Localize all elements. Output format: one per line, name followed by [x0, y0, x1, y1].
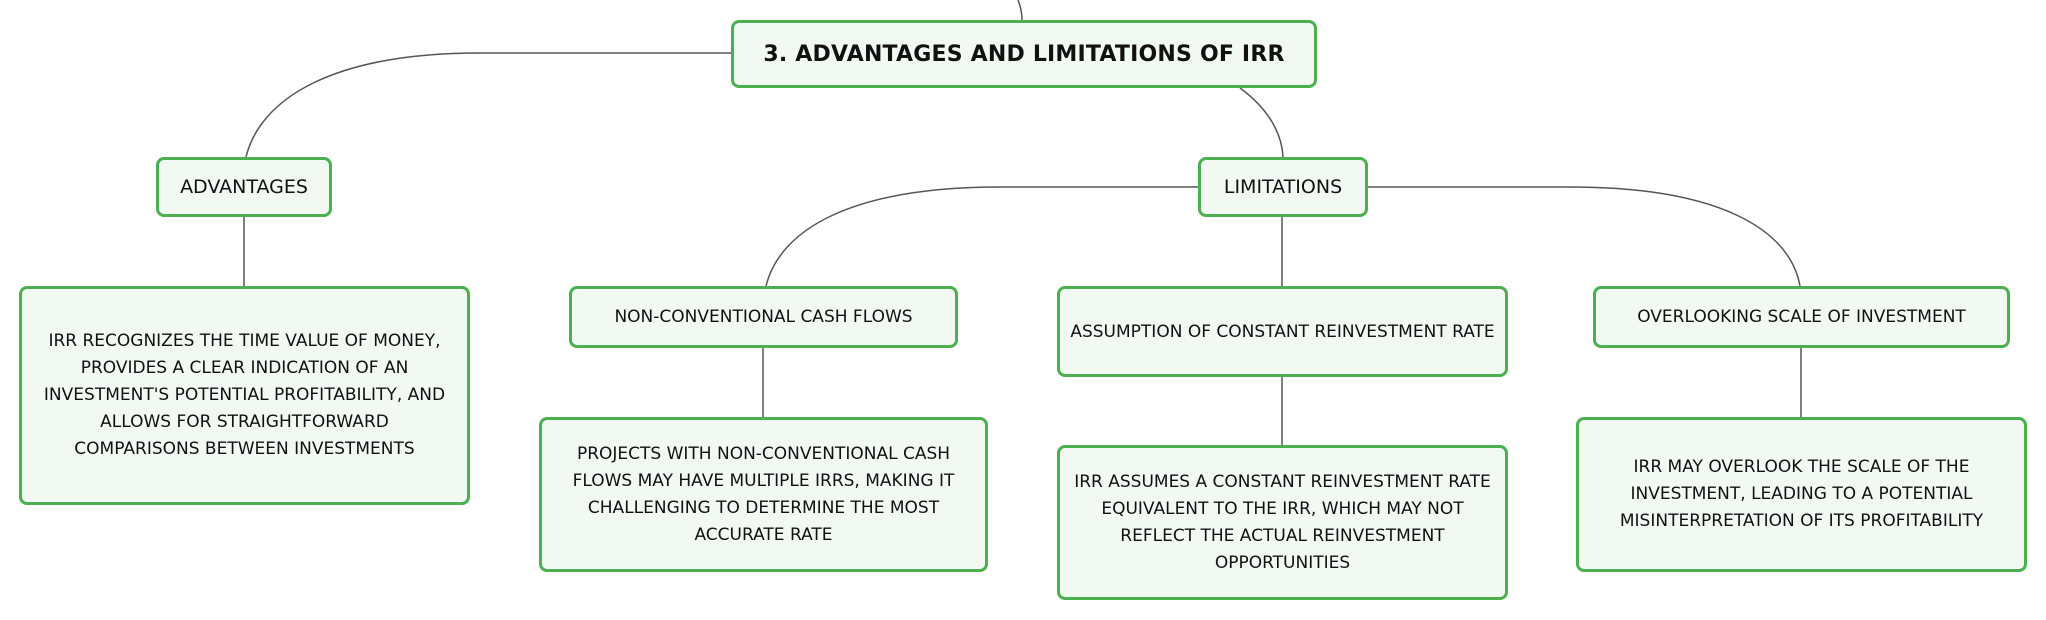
connector-limitations-ncf	[765, 186, 1198, 287]
limitations-node[interactable]: LIMITATIONS	[1198, 157, 1368, 217]
limitations-node-label: LIMITATIONS	[1223, 176, 1343, 198]
constant-reinvestment-rate-detail-text: IRR ASSUMES A CONSTANT REINVESTMENT RATE…	[1074, 471, 1491, 573]
advantages-node-label: ADVANTAGES	[180, 176, 308, 198]
non-conventional-cash-flows-node[interactable]: NON-CONVENTIONAL CASH FLOWS	[569, 286, 958, 348]
non-conventional-cash-flows-label: NON-CONVENTIONAL CASH FLOWS	[614, 307, 913, 327]
advantages-detail-text: IRR RECOGNIZES THE TIME VALUE OF MONEY, …	[43, 331, 446, 459]
overlooking-scale-detail-text: IRR MAY OVERLOOK THE SCALE OF THE INVEST…	[1619, 457, 1984, 531]
overlooking-scale-node[interactable]: OVERLOOKING SCALE OF INVESTMENT	[1593, 286, 2010, 348]
constant-reinvestment-rate-detail-node[interactable]: IRR ASSUMES A CONSTANT REINVESTMENT RATE…	[1057, 445, 1508, 600]
overlooking-scale-detail-node[interactable]: IRR MAY OVERLOOK THE SCALE OF THE INVEST…	[1576, 417, 2027, 572]
root-node[interactable]: 3. ADVANTAGES AND LIMITATIONS OF IRR	[731, 20, 1317, 88]
connector-from-above	[1017, 0, 1023, 21]
connector-root-limitations	[1239, 87, 1284, 158]
overlooking-scale-label: OVERLOOKING SCALE OF INVESTMENT	[1637, 307, 1966, 327]
advantages-node[interactable]: ADVANTAGES	[156, 157, 332, 217]
constant-reinvestment-rate-label: ASSUMPTION OF CONSTANT REINVESTMENT RATE	[1070, 321, 1495, 342]
constant-reinvestment-rate-node[interactable]: ASSUMPTION OF CONSTANT REINVESTMENT RATE	[1057, 286, 1508, 377]
non-conventional-cash-flows-detail-node[interactable]: PROJECTS WITH NON-CONVENTIONAL CASH FLOW…	[539, 417, 988, 572]
advantages-detail-node[interactable]: IRR RECOGNIZES THE TIME VALUE OF MONEY, …	[19, 286, 470, 505]
non-conventional-cash-flows-detail-text: PROJECTS WITH NON-CONVENTIONAL CASH FLOW…	[572, 443, 955, 545]
root-node-label: 3. ADVANTAGES AND LIMITATIONS OF IRR	[763, 41, 1285, 67]
connector-root-advantages	[245, 52, 731, 158]
connector-limitations-osi	[1368, 186, 1801, 287]
